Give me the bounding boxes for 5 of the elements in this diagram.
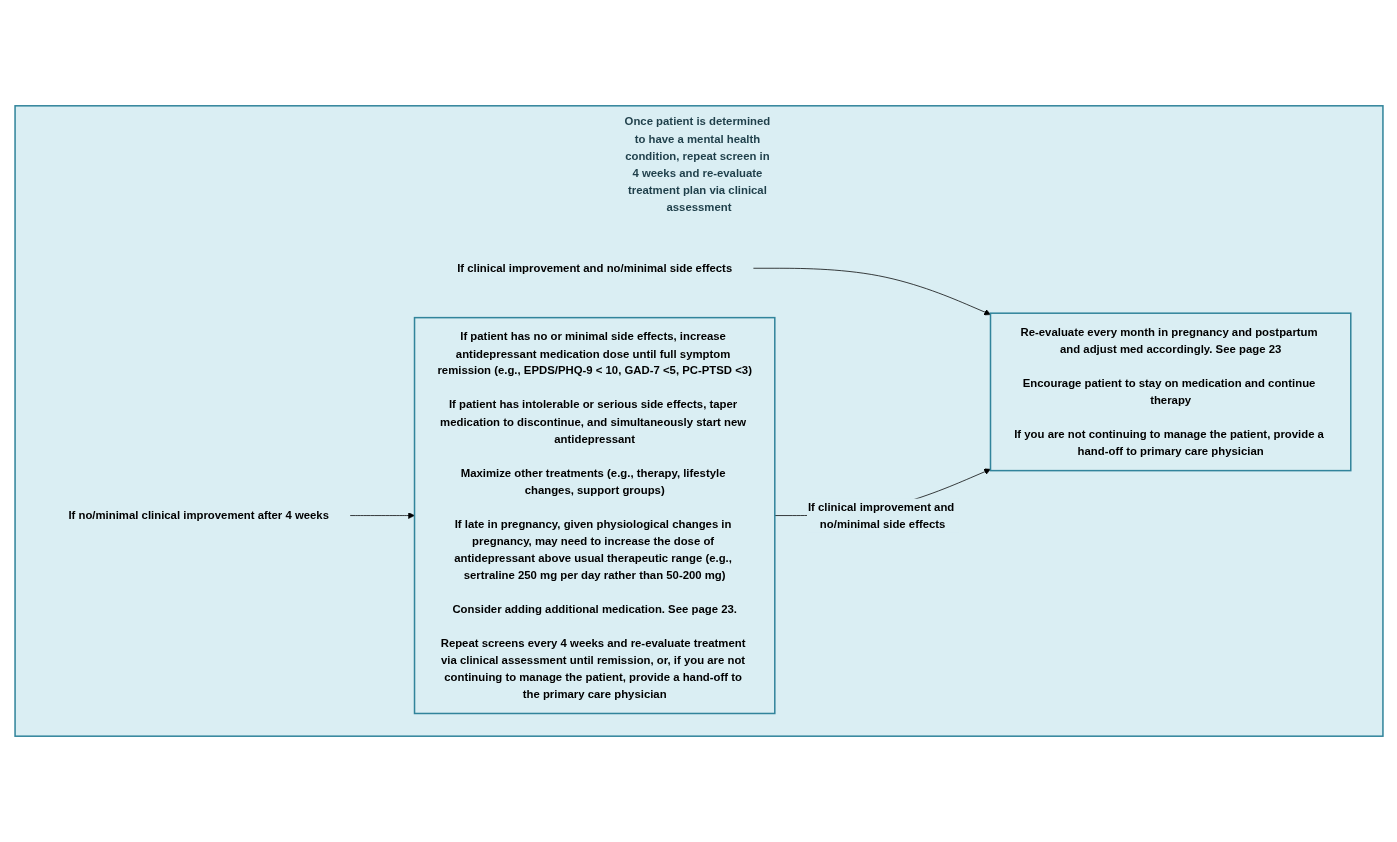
edge-label: If clinical improvement and no/minimal side effects xyxy=(807,500,954,530)
node-text: If no/minimal clinical improvement after 4 weeks xyxy=(67,508,329,522)
node-box: If patient has no or minimal side effects, increase antidepressant medication dose until full symptom remission (e.g., EPDS/PHQ-9 < 10, GAD-7 <5, PC-PTSD <3) If patient has intolerable or serious side effects, taper medication to discontinue, and simultaneously start new antidepressant Maximize other treatments (e.g., therapy, lifestyle changes, support groups) If late in pregnancy, given physiological changes in pregnancy, may need to increase the dose of antidepressant above usual therapeutic range (e.g., sertraline 250 mg per day rather than 50-200 mg) Consider adding additional medication. See page 23. Repeat screens every 4 weeks and re-evaluate treatment via clinical assessment until remission, or, if you are not continuing to manage the patient, provide a hand-off to the primary care physician xyxy=(413,316,776,715)
node-box: Re-evaluate every month in pregnancy and postpartum and adjust med accordingly. See page 23 Encourage patient to stay on medication and continue therapy If you are not continuing to manage the patient, provide a hand-off to primary care physician xyxy=(989,312,1352,472)
node-text: If clinical improvement and no/minimal side effects xyxy=(456,261,732,275)
